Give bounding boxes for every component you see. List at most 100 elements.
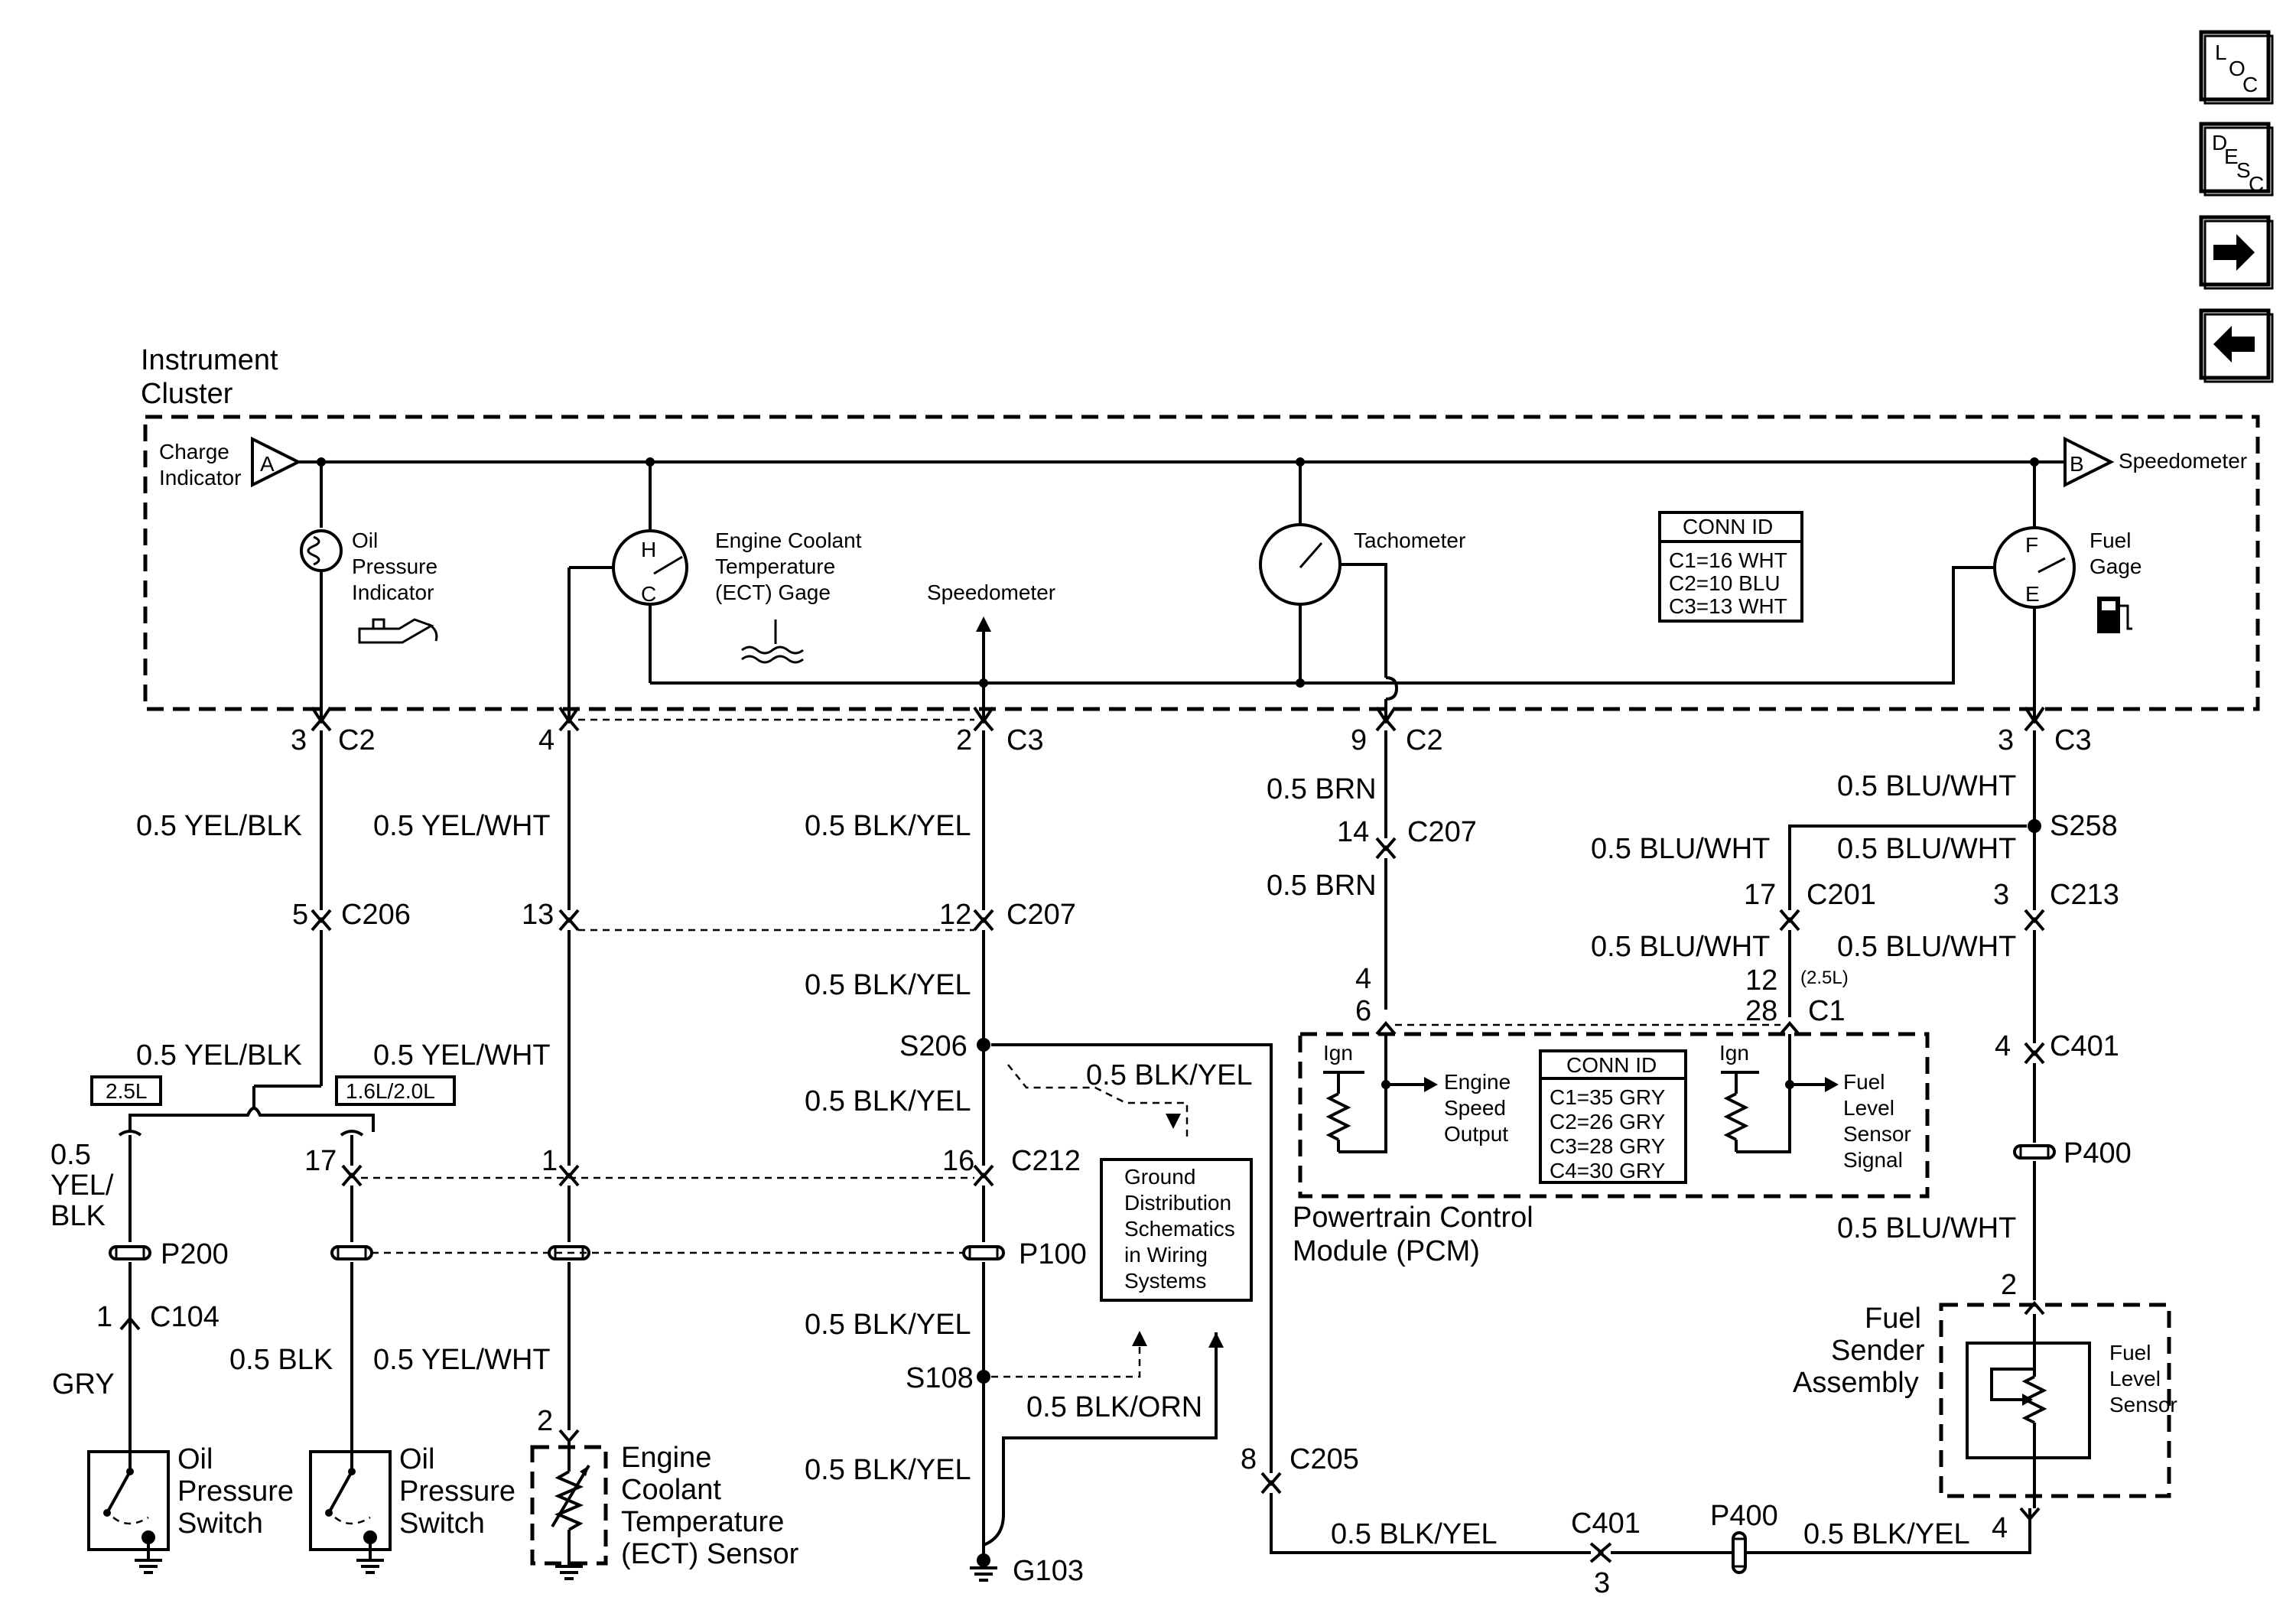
cluster-conn-id-table: CONN ID C1=16 WHT C2=10 BLU C3=13 WHT	[1658, 511, 1803, 623]
ect-sensor-label-3: Temperature	[621, 1506, 784, 1538]
pcm-conn-id-title: CONN ID	[1566, 1053, 1657, 1077]
c213-connector: C213	[2050, 879, 2119, 911]
speedometer-output-label: Speedometer	[2119, 449, 2247, 473]
wire-blkyel-diag: 0.5 BLK/YEL	[1086, 1059, 1253, 1091]
wire-blkyel-7: 0.5 BLK/YEL	[1803, 1518, 1970, 1550]
pcm-c1-label: C1	[1808, 995, 1846, 1027]
wire-bluwht-1: 0.5 BLU/WHT	[1837, 770, 2016, 802]
wire-bluwht-3: 0.5 BLU/WHT	[1837, 833, 2016, 865]
coolant-temp-icon	[741, 620, 804, 664]
ops2-label-2: Pressure	[399, 1475, 515, 1508]
s206-splice	[977, 1038, 990, 1052]
oil-indicator-label-3: Indicator	[352, 581, 434, 604]
c201-pin17: 17	[1744, 879, 1776, 911]
c401-pin4: 4	[1995, 1030, 2011, 1062]
desc-button[interactable]: D E S C	[2199, 122, 2274, 197]
eso-label-3: Output	[1444, 1122, 1508, 1146]
fuel-sender-label-1: Fuel	[1865, 1303, 1921, 1335]
c212-connector: C212	[1011, 1145, 1081, 1177]
speedometer-mid-label: Speedometer	[927, 581, 1055, 604]
c2-connector-b: C2	[1406, 724, 1443, 756]
desc-letter-e: E	[2224, 145, 2239, 168]
c2-connector-a: C2	[338, 724, 376, 756]
fuel-sender-assembly-boundary	[1939, 1303, 2171, 1498]
wire-blkyel-3: 0.5 BLK/YEL	[805, 1085, 971, 1117]
loc-button[interactable]: L O C	[2199, 30, 2274, 105]
eso-label-2: Speed	[1444, 1096, 1506, 1120]
p100-connector-icon-3	[962, 1245, 1005, 1260]
s206-label: S206	[899, 1030, 968, 1062]
fuel-sender-label-3: Assembly	[1793, 1367, 1919, 1399]
wire-yelwht-3: 0.5 YEL/WHT	[373, 1344, 551, 1376]
wire-brn-1: 0.5 BRN	[1267, 773, 1377, 805]
ground-distribution-reference[interactable]	[1100, 1158, 1253, 1302]
wire-blkyel-4: 0.5 BLK/YEL	[805, 1309, 971, 1341]
gd-label-2: Distribution	[1124, 1191, 1231, 1215]
c206-pin13: 13	[522, 899, 554, 931]
pcm-label-1: Powertrain Control	[1293, 1202, 1533, 1234]
p200-label: P200	[161, 1238, 229, 1270]
fuel-gauge-empty: E	[2025, 582, 2040, 606]
oil-indicator-label-1: Oil	[352, 529, 378, 552]
ground-symbol-2	[356, 1559, 384, 1574]
wire-bluwht-2: 0.5 BLU/WHT	[1591, 833, 1770, 865]
charge-indicator-tag	[251, 436, 302, 488]
wire-yelblk-2: 0.5 YEL/BLK	[136, 1039, 302, 1072]
next-button[interactable]	[2199, 215, 2274, 290]
wire-blkyel-5: 0.5 BLK/YEL	[805, 1454, 971, 1486]
fuel-level-sensor-label-1: Fuel	[2109, 1341, 2151, 1364]
c104-connector: C104	[150, 1301, 220, 1333]
ect-gauge-label-1: Engine Coolant	[715, 529, 862, 552]
wire-blkorn: 0.5 BLK/ORN	[1026, 1391, 1202, 1423]
charge-indicator-label-1: Charge	[159, 440, 229, 463]
pcm-ign-1: Ign	[1323, 1041, 1353, 1065]
ect-sensor-label-1: Engine	[621, 1442, 711, 1474]
c207-pin12: 12	[939, 899, 971, 931]
eso-label-1: Engine	[1444, 1070, 1511, 1094]
c205-connector: C205	[1289, 1443, 1359, 1475]
pcm-boundary	[1298, 1032, 1930, 1199]
loc-letter-c: C	[2242, 73, 2258, 96]
wire-blkyel-2: 0.5 BLK/YEL	[805, 969, 971, 1001]
fuel-gauge-label-2: Gage	[2089, 555, 2142, 578]
fuel-level-signal-arrow	[1825, 1077, 1839, 1092]
wire-yelwht-1: 0.5 YEL/WHT	[373, 810, 551, 842]
ect-sensor-label-2: Coolant	[621, 1474, 721, 1506]
prev-button[interactable]	[2199, 308, 2274, 383]
wire-bluwht-5: 0.5 BLU/WHT	[1837, 931, 2016, 963]
wire-left-yel: YEL/	[50, 1169, 114, 1202]
p100-label: P100	[1019, 1238, 1087, 1270]
fuel-gauge-label-1: Fuel	[2089, 529, 2131, 552]
wire-blkyel-1: 0.5 BLK/YEL	[805, 810, 971, 842]
wire-blkyel-6: 0.5 BLK/YEL	[1331, 1518, 1498, 1550]
ect-gauge-label-3: (ECT) Gage	[715, 581, 831, 604]
ops1-label-1: Oil	[177, 1443, 213, 1475]
fls-label-3: Sensor	[1843, 1122, 1911, 1146]
wire-blk: 0.5 BLK	[229, 1344, 333, 1376]
pcm-pin12: 12	[1745, 964, 1777, 997]
ect-gauge-cold: C	[641, 582, 656, 606]
c3-connector-b: C3	[2054, 724, 2092, 756]
c401-pin3: 3	[1594, 1567, 1610, 1599]
arrow-left-icon	[2213, 326, 2255, 363]
s108-splice	[977, 1370, 990, 1384]
engine-speed-output-arrow	[1424, 1077, 1438, 1092]
option-1620l-label: 1.6L/2.0L	[346, 1079, 435, 1103]
pcm-conn-id-c1: C1=35 GRY	[1550, 1085, 1666, 1109]
ect-gauge-label-2: Temperature	[715, 555, 835, 578]
option-tag-25l	[90, 1075, 162, 1106]
tachometer-gauge	[1259, 523, 1342, 606]
pin1: 1	[541, 1145, 558, 1177]
cluster-conn-id-title: CONN ID	[1683, 515, 1773, 538]
c213-pin3: 3	[1993, 879, 2009, 911]
desc-letter-c: C	[2249, 172, 2264, 196]
fuel-gauge-full: F	[2025, 533, 2038, 557]
s108-ground-ref	[991, 1331, 1141, 1378]
fuel-sender-pin4: 4	[1992, 1512, 2008, 1544]
oil-indicator-label-2: Pressure	[352, 555, 437, 578]
speedometer-tag-letter: B	[2070, 452, 2084, 476]
desc-letter-s: S	[2236, 158, 2251, 182]
wire-bluwht-4: 0.5 BLU/WHT	[1591, 931, 1770, 963]
charge-tag-letter: A	[260, 452, 275, 476]
speedometer-input-arrow	[976, 616, 991, 632]
